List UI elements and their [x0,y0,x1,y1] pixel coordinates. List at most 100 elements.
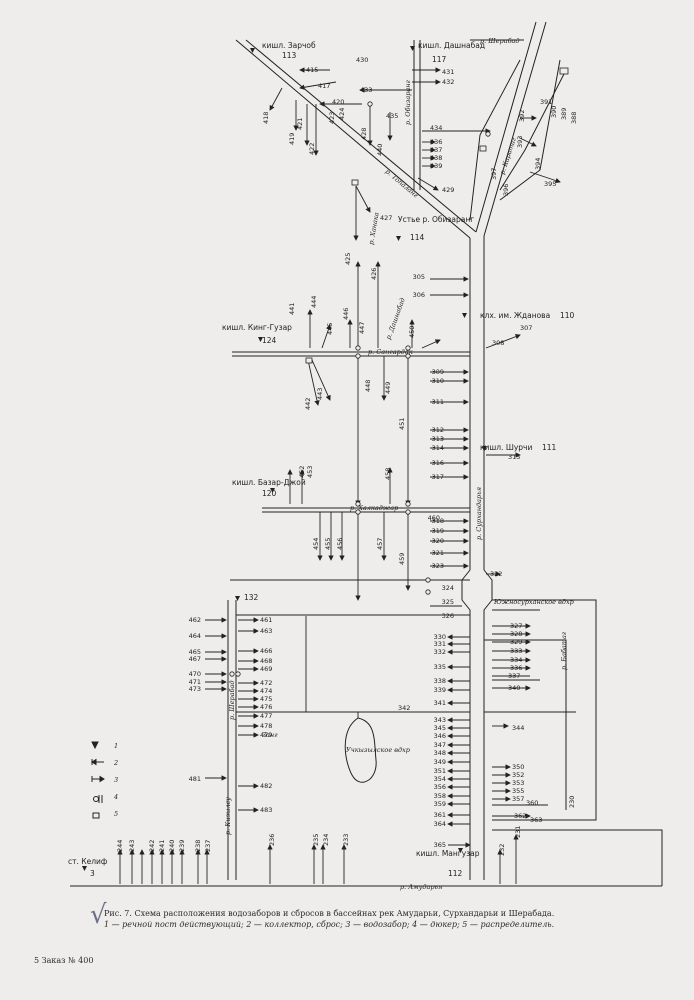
number-390: 390 [550,106,558,118]
number-463: 463 [260,627,272,635]
river-label-obizarang: р. Обизаранг [404,79,412,125]
river-label-topalang: р. Топаланг [384,167,420,199]
river-label-sherabad: р. Шерабад [228,680,236,720]
number-452: 452 [298,466,306,478]
number-305: 305 [413,273,425,281]
post-kinguzar-name: кишл. Кинг-Гузар [222,323,292,332]
number-333: 333 [510,647,522,655]
post-bazar-num: 120 [262,489,277,498]
river-network [70,21,663,887]
number-335: 335 [434,663,446,671]
number-464: 464 [189,632,201,640]
number-396: 396 [502,184,510,196]
reservoir-label-uchkyzyl: Учкызылское вдхр [346,746,411,754]
legend-num-1: 1 [114,742,118,750]
number-419: 419 [288,133,296,145]
number-326: 326 [442,612,454,620]
number-330: 330 [434,633,446,641]
number-309: 309 [432,368,444,376]
number-321: 321 [432,549,444,557]
number-336: 336 [510,664,522,672]
number-430: 430 [356,56,368,64]
post-dashnabad-name: кишл. Дашнабад [418,41,485,50]
number-239: 239 [178,840,186,852]
number-427: 427 [380,214,392,222]
number-316: 316 [432,459,444,467]
post-132-num: 132 [244,593,259,602]
number-397: 397 [490,168,498,180]
number-327: 327 [510,622,522,630]
number-458: 458 [384,468,392,480]
legend-num-4: 4 [113,793,118,801]
number-482: 482 [260,782,272,790]
number-462: 462 [189,616,201,624]
number-236: 236 [268,834,276,846]
number-393: 393 [516,136,524,148]
number-429: 429 [442,186,454,194]
number-312: 312 [432,426,444,434]
number-320: 320 [432,537,444,545]
number-434: 434 [430,124,442,132]
river-label-zang: Занг [262,731,278,739]
number-466: 466 [260,647,272,655]
number-358: 358 [434,792,446,800]
water-intake-icon [91,775,105,783]
uchkyzyl-reservoir [344,717,377,783]
number-317: 317 [432,473,444,481]
number-448: 448 [364,380,372,392]
number-339: 339 [434,686,446,694]
number-470: 470 [189,670,201,678]
number-235: 235 [312,834,320,846]
post-shurchi-name: кишл. Шурчи [480,443,532,452]
number-238: 238 [194,840,202,852]
number-423: 423 [328,112,336,124]
number-425: 425 [344,253,352,265]
number-350: 350 [512,763,524,771]
checkmark-icon: √ [90,900,107,930]
number-421: 421 [296,118,304,130]
number-234: 234 [322,834,330,846]
number-307: 307 [520,324,532,332]
number-343: 343 [434,716,446,724]
number-469: 469 [260,665,272,673]
number-420: 420 [332,98,344,106]
post-mouth-name: Устье р. Обизаранг [398,215,474,224]
post-kelif-num: 3 [90,869,95,878]
number-440: 440 [376,144,384,156]
caption-legend: 1 — речной пост действующий; 2 — коллект… [104,920,555,929]
number-363: 363 [530,816,542,824]
number-424: 424 [338,108,346,120]
number-461: 461 [260,616,272,624]
post-kinguzar-num: 124 [262,336,277,345]
number-353: 353 [512,779,524,787]
number-243: 243 [128,840,136,852]
number-445: 445 [326,323,334,335]
number-233: 233 [342,834,350,846]
legend-symbols [91,741,105,819]
river-label-kizylsu: р. Кизылсу [224,797,232,835]
number-338: 338 [434,677,446,685]
number-345: 345 [434,724,446,732]
number-444: 444 [310,296,318,308]
number-435: 435 [386,112,398,120]
number-473: 473 [189,685,201,693]
number-442: 442 [304,398,312,410]
number-459: 459 [398,553,406,565]
number-453: 453 [306,466,314,478]
number-451: 451 [398,418,406,430]
number-244: 244 [116,840,124,852]
number-431: 431 [442,68,454,76]
legend-num-2: 2 [113,759,118,767]
number-391: 391 [540,98,552,106]
number-349: 349 [434,758,446,766]
number-231: 231 [514,826,522,838]
number-392: 392 [518,110,526,122]
number-240: 240 [168,840,176,852]
gauge-posts [82,46,487,871]
river-label-sherabad-top: р. Шерабад [480,37,520,45]
number-455: 455 [324,538,332,550]
number-319: 319 [432,527,444,535]
river-label-dashnabad: р. Дашнабад [384,297,406,341]
number-346: 346 [434,732,446,740]
river-label-surkhandarya: р. Сурхандарья [475,487,483,540]
